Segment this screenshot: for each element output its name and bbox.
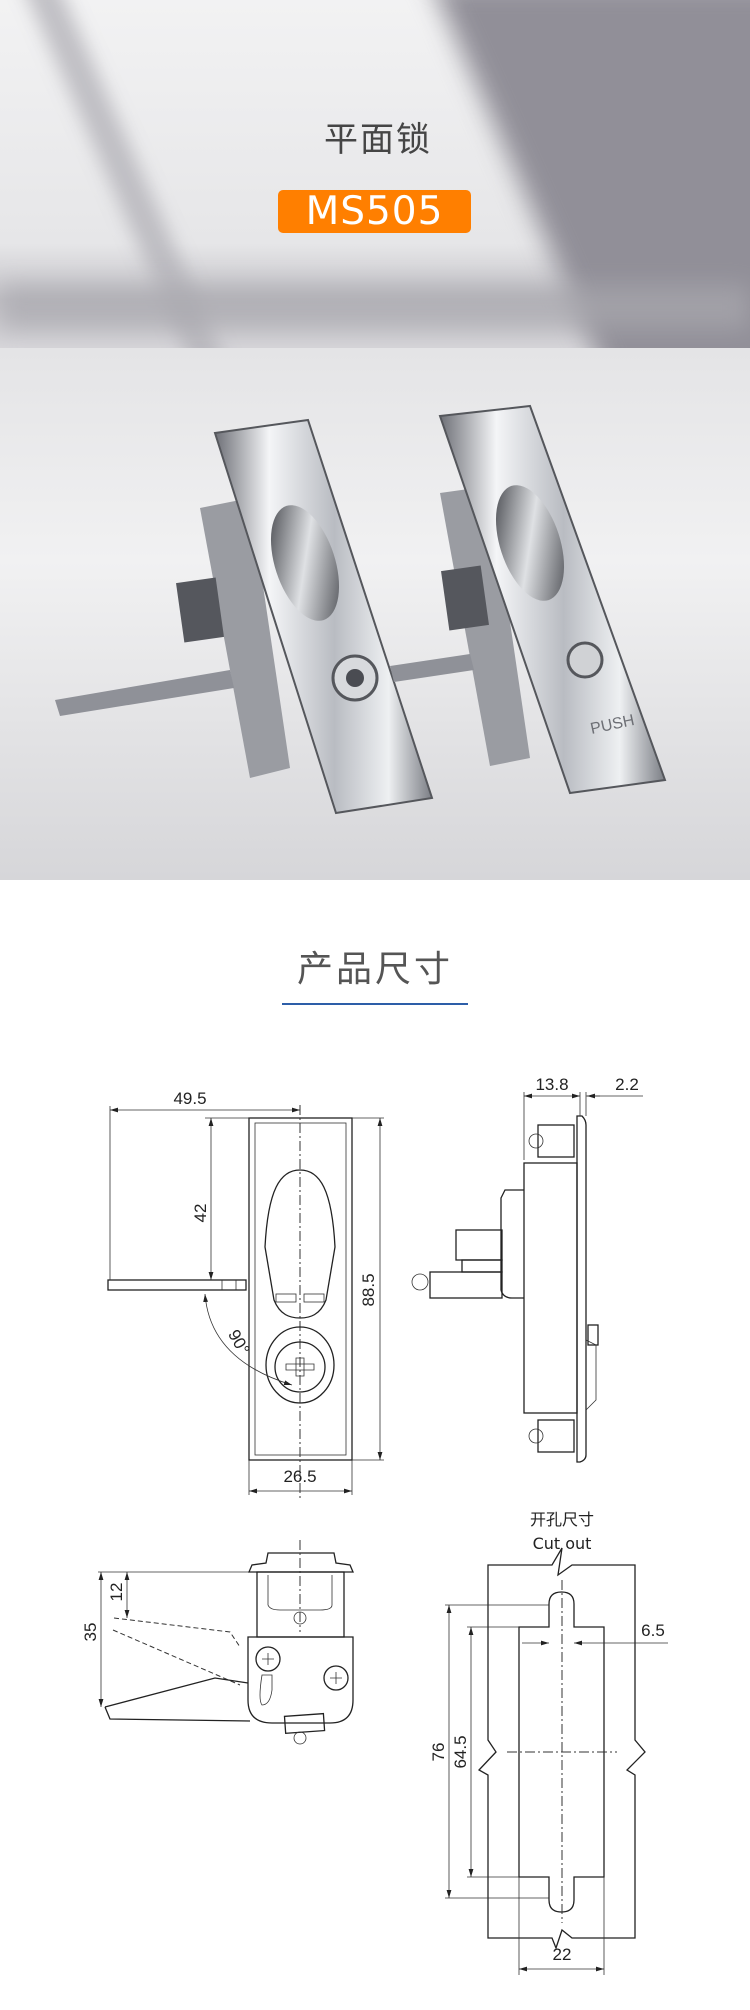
cutout-label-cn: 开孔尺寸 bbox=[530, 1510, 594, 1529]
section-title: 产品尺寸 bbox=[296, 949, 453, 990]
section-view: 35 12 bbox=[81, 1540, 354, 1745]
product-title: 平面锁 bbox=[324, 120, 432, 160]
model-badge: MS505 bbox=[278, 190, 471, 233]
dim-26-5: 26.5 bbox=[283, 1467, 316, 1486]
dim-2-2: 2.2 bbox=[615, 1075, 639, 1094]
cutout-label-en: Cut out bbox=[533, 1534, 592, 1553]
dim-76: 76 bbox=[429, 1743, 448, 1762]
lock-push: PUSH bbox=[390, 404, 667, 795]
dim-13-8: 13.8 bbox=[535, 1075, 568, 1094]
cutout-view: 开孔尺寸 Cut out 76 64.5 6.5 22 bbox=[429, 1510, 668, 1975]
product-photo: PUSH bbox=[0, 348, 750, 880]
dim-22: 22 bbox=[553, 1945, 572, 1964]
shadow-decoration bbox=[0, 285, 750, 330]
dim-12: 12 bbox=[107, 1583, 126, 1602]
dim-64-5: 64.5 bbox=[451, 1735, 470, 1768]
dim-49-5: 49.5 bbox=[173, 1089, 206, 1108]
front-view: 49.5 42 88.5 26.5 90° bbox=[107, 1089, 384, 1500]
dim-35: 35 bbox=[81, 1623, 100, 1642]
dim-42: 42 bbox=[191, 1204, 210, 1223]
section-underline bbox=[282, 1003, 468, 1005]
dim-6-5: 6.5 bbox=[641, 1621, 665, 1640]
technical-drawing: 49.5 42 88.5 26.5 90° 13.8 2.2 bbox=[81, 1075, 668, 1975]
lock-with-key bbox=[55, 418, 434, 815]
hero-banner: 平面锁 MS505 bbox=[0, 0, 750, 348]
side-view: 13.8 2.2 bbox=[411, 1075, 643, 1463]
dim-88-5: 88.5 bbox=[359, 1273, 378, 1306]
